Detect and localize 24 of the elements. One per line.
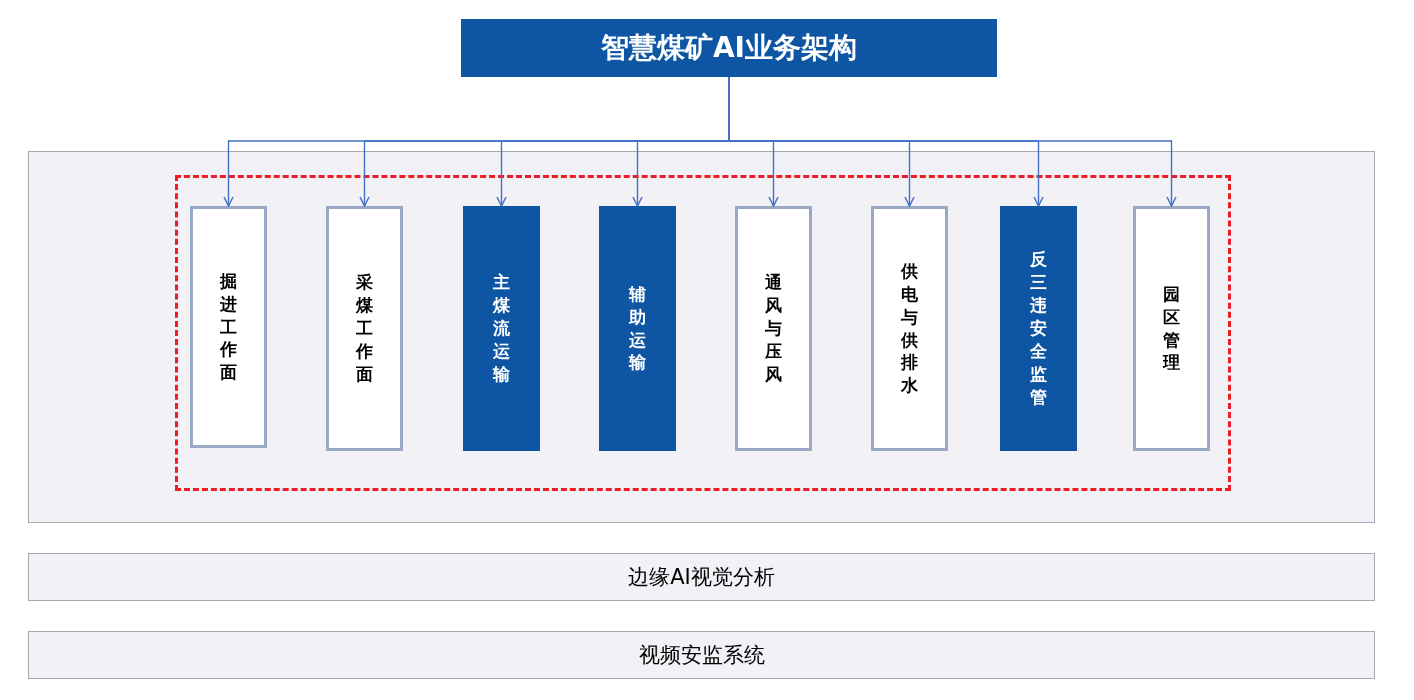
module-box bbox=[1000, 206, 1077, 451]
panel-background bbox=[28, 151, 1375, 523]
title-text: 智慧煤矿AI业务架构 bbox=[600, 30, 858, 66]
module-label: 掘进工作面 bbox=[219, 269, 238, 385]
title-box bbox=[461, 19, 997, 77]
module-label: 辅助运输 bbox=[628, 282, 647, 375]
module-box bbox=[871, 206, 948, 451]
module-box bbox=[1133, 206, 1210, 451]
layer-band bbox=[28, 631, 1375, 679]
layer-band bbox=[28, 553, 1375, 601]
module-label: 采煤工作面 bbox=[355, 271, 374, 386]
module-label: 供电与供排水 bbox=[900, 259, 919, 398]
module-label: 反三违安全监管 bbox=[1029, 248, 1048, 409]
module-label: 主煤流运输 bbox=[492, 271, 511, 386]
module-label: 通风与压风 bbox=[764, 271, 783, 386]
module-box bbox=[326, 206, 403, 451]
layer-label: 视频安监系统 bbox=[638, 642, 765, 669]
module-box bbox=[190, 206, 267, 448]
module-label: 园区管理 bbox=[1162, 282, 1181, 375]
dashed-frame bbox=[175, 175, 1231, 491]
module-box bbox=[463, 206, 540, 451]
module-box bbox=[599, 206, 676, 451]
module-box bbox=[735, 206, 812, 451]
layer-label: 边缘AI视觉分析 bbox=[628, 564, 775, 591]
